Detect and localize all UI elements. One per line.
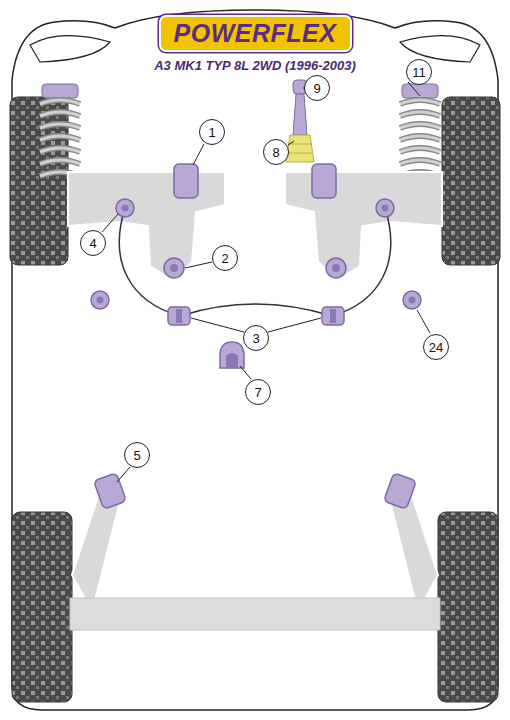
front-tyre (442, 97, 500, 265)
car-body (12, 10, 498, 710)
callout-number: 11 (412, 65, 426, 80)
callout-number: 7 (254, 385, 261, 400)
model-title: A3 MK1 TYP 8L 2WD (1996-2003) (154, 58, 356, 73)
headlight (30, 36, 110, 62)
callout-number: 8 (272, 145, 279, 160)
callout-number: 11 (406, 59, 432, 85)
callout-number: 8 (263, 139, 289, 165)
rear-tyre (438, 512, 498, 702)
callout-number: 1 (208, 125, 215, 140)
bush (94, 473, 127, 509)
callout-number: 24 (429, 340, 443, 355)
callout-number: 24 (423, 334, 449, 360)
wishbone (68, 172, 225, 280)
anti-roll-bar (119, 208, 390, 316)
callout-number: 4 (89, 236, 96, 251)
callout-number: 7 (245, 379, 271, 405)
callout-number: 2 (221, 251, 228, 266)
rear-beam (70, 598, 440, 630)
coil-spring (40, 84, 80, 176)
callout-number: 3 (243, 325, 269, 351)
callout-number: 4 (80, 230, 106, 256)
coil-spring (400, 84, 440, 176)
callout-number: 5 (124, 442, 150, 468)
bush-centre (97, 205, 416, 369)
callout-number: 1 (199, 119, 225, 145)
bush (384, 473, 417, 509)
callout-number: 3 (252, 331, 259, 346)
brand-logo: POWERFLEX (159, 15, 352, 52)
brand-name: POWERFLEX (174, 19, 337, 48)
wishbone (285, 172, 442, 280)
rear-tyre (12, 512, 72, 702)
callout-number: 9 (313, 81, 320, 96)
callout-number: 2 (212, 245, 238, 271)
headlight (400, 36, 480, 62)
bush (91, 164, 421, 368)
callout-number: 9 (304, 75, 330, 101)
callout-number: 5 (133, 448, 140, 463)
leader-line (102, 82, 430, 482)
